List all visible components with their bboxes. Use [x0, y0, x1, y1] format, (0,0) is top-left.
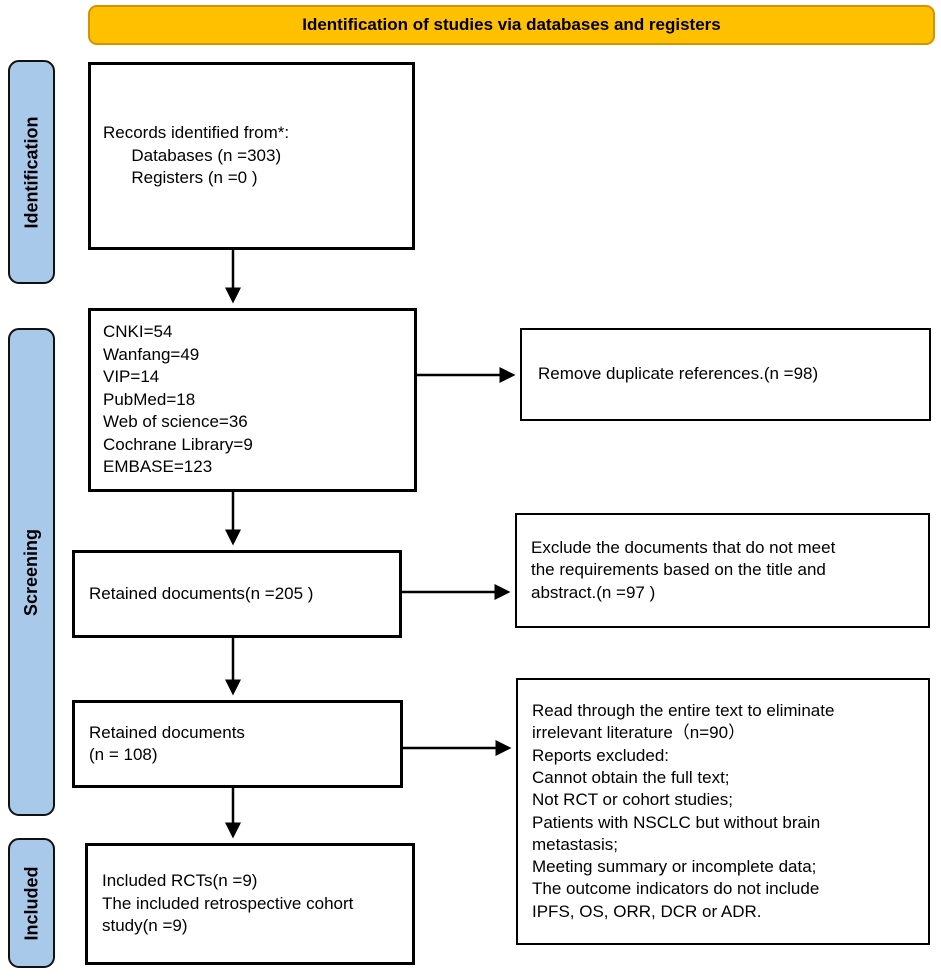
duplicates-removed-box: Remove duplicate references.(n =98)	[520, 328, 931, 421]
database-counts-text: CNKI=54 Wanfang=49 VIP=14 PubMed=18 Web …	[103, 322, 253, 477]
duplicates-removed-text: Remove duplicate references.(n =98)	[538, 364, 819, 384]
title-abstract-exclusion-text: Exclude the documents that do not meet t…	[531, 537, 836, 602]
banner: Identification of studies via databases …	[88, 5, 935, 45]
stage-screening: Screening	[8, 328, 55, 816]
database-counts-box: CNKI=54 Wanfang=49 VIP=14 PubMed=18 Web …	[88, 308, 417, 492]
included-studies-text: Included RCTs(n =9) The included retrosp…	[102, 871, 354, 936]
stage-included-label: Included	[21, 865, 42, 941]
records-identified-box: Records identified from*: Databases (n =…	[88, 62, 415, 250]
records-identified-text: Records identified from*: Databases (n =…	[103, 123, 290, 188]
full-text-exclusion-box: Read through the entire text to eliminat…	[516, 678, 930, 945]
stage-identification: Identification	[8, 60, 55, 284]
retained-documents-205-box: Retained documents(n =205 )	[72, 550, 402, 638]
retained-documents-108-box: Retained documents (n = 108)	[72, 700, 403, 788]
full-text-exclusion-text: Read through the entire text to eliminat…	[532, 701, 835, 921]
retained-documents-108-text: Retained documents (n = 108)	[89, 722, 245, 764]
stage-screening-label: Screening	[21, 528, 41, 616]
stage-identification-label: Identification	[21, 116, 41, 228]
included-studies-box: Included RCTs(n =9) The included retrosp…	[85, 843, 415, 965]
title-abstract-exclusion-box: Exclude the documents that do not meet t…	[515, 513, 930, 628]
retained-documents-205-text: Retained documents(n =205 )	[89, 583, 314, 603]
stage-included: Included	[8, 838, 55, 968]
banner-title: Identification of studies via databases …	[302, 15, 721, 34]
